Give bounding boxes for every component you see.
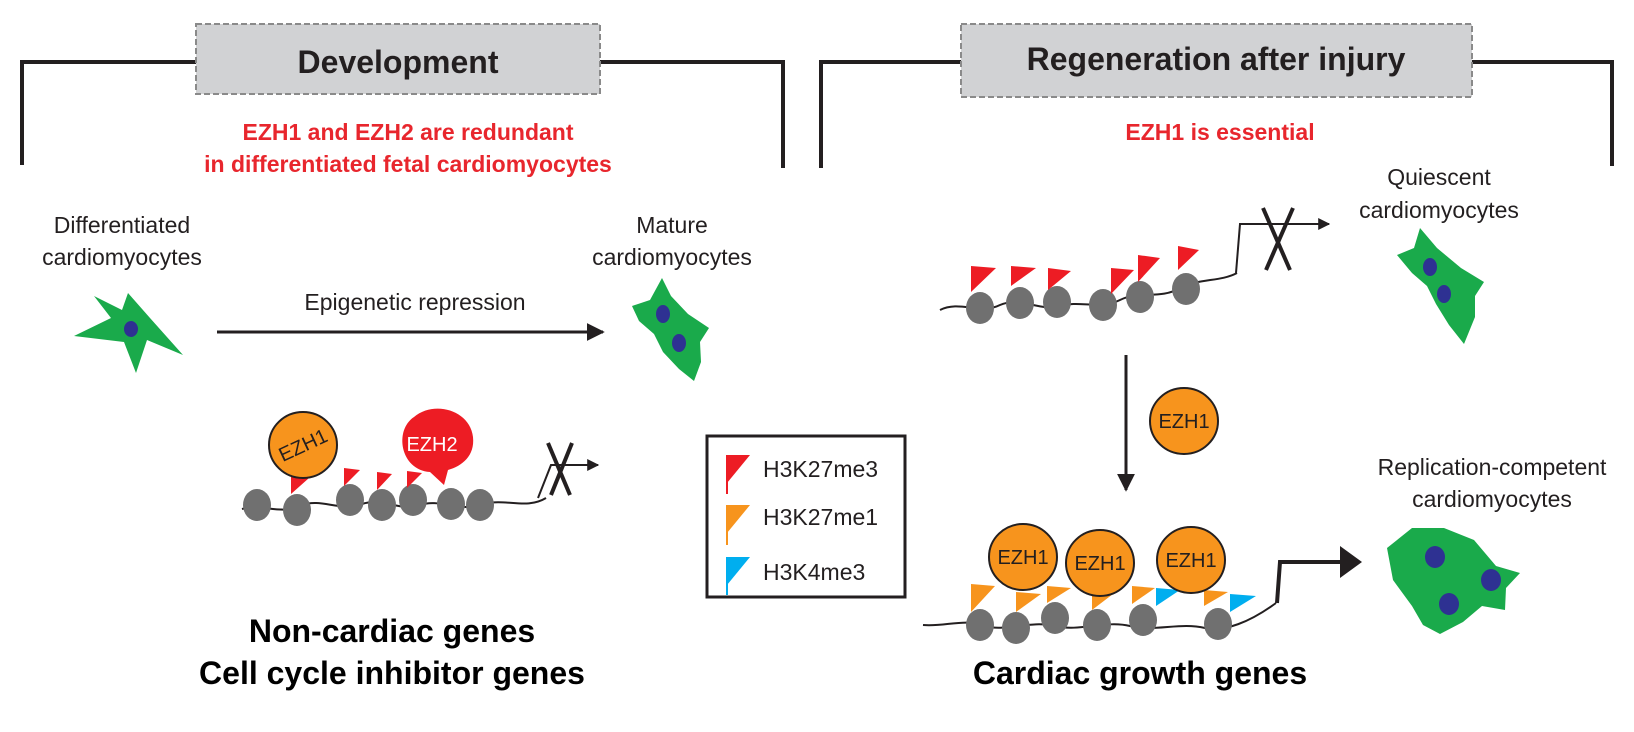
histone-flag-icon [291, 468, 422, 494]
development-bracket [20, 60, 196, 165]
active-chromatin: EZH1 EZH1 EZH1 [922, 523, 1362, 644]
development-bracket-right [600, 60, 785, 168]
blocked-transcription-icon [1235, 207, 1331, 274]
histone-flag-icon [971, 584, 1256, 612]
ezh1-protein-free: EZH1 [1149, 387, 1219, 455]
ezh1-protein: EZH1 [268, 411, 338, 479]
regeneration-bracket-left [819, 60, 961, 168]
elongated-cell-icon [632, 278, 709, 381]
differentiated-label-line1: Differentiated [54, 212, 190, 238]
development-note-line2: in differentiated fetal cardiomyocytes [204, 151, 612, 177]
regeneration-bracket-right [1472, 60, 1614, 166]
ezh1-label: EZH1 [997, 547, 1048, 569]
nucleosome-icon [966, 602, 1232, 644]
regeneration-note: EZH1 is essential [1125, 119, 1314, 145]
legend-label: H3K27me3 [763, 456, 878, 482]
legend-label: H3K27me1 [763, 504, 878, 530]
epigenetic-repression-label: Epigenetic repression [304, 289, 525, 315]
development-note-line1: EZH1 and EZH2 are redundant [242, 119, 573, 145]
mature-label-line1: Mature [636, 212, 708, 238]
non-cardiac-genes-label: Non-cardiac genes [249, 613, 535, 649]
ezh1-protein-bound-3: EZH1 [1156, 526, 1226, 594]
quiescent-label-line1: Quiescent [1387, 164, 1491, 190]
development-chromatin: EZH1 EZH2 [241, 408, 600, 526]
ezh1-protein-bound-2: EZH1 [1065, 529, 1135, 597]
replication-label-line2: cardiomyocytes [1412, 486, 1572, 512]
differentiated-label-line2: cardiomyocytes [42, 244, 202, 270]
legend-item-h3k4me3: H3K4me3 [726, 557, 865, 595]
development-header: Development [298, 44, 499, 80]
replication-label-line1: Replication-competent [1378, 454, 1607, 480]
regeneration-header: Regeneration after injury [1027, 41, 1406, 77]
histone-flag-icon [971, 246, 1199, 294]
cardiac-growth-genes-label: Cardiac growth genes [973, 655, 1307, 691]
histone-flag-icon [727, 505, 750, 533]
legend: H3K27me3 H3K27me1 H3K4me3 [705, 434, 907, 599]
ezh1-label: EZH1 [1165, 550, 1216, 572]
elongated-cell-icon [1397, 228, 1484, 344]
regeneration-header-box [960, 23, 1473, 98]
development-panel: Development EZH1 and EZH2 are redundant … [20, 23, 785, 691]
histone-flag-icon [727, 557, 750, 585]
ezh1-protein-bound-1: EZH1 [988, 523, 1058, 591]
ezh1-label: EZH1 [1074, 553, 1125, 575]
cell-cycle-genes-label: Cell cycle inhibitor genes [199, 655, 585, 691]
development-header-box [195, 23, 601, 95]
ezh2-protein: EZH2 [402, 408, 474, 485]
ezh2-label: EZH2 [406, 434, 457, 456]
legend-item-h3k27me1: H3K27me1 [726, 504, 878, 545]
quiescent-label-line2: cardiomyocytes [1359, 197, 1519, 223]
active-transcription-icon [1275, 546, 1362, 604]
quiescent-chromatin [939, 207, 1331, 324]
blocked-transcription-icon [537, 442, 600, 499]
mature-label-line2: cardiomyocytes [592, 244, 752, 270]
cell-cluster-icon [1387, 528, 1520, 634]
legend-item-h3k27me3: H3K27me3 [726, 455, 878, 494]
regeneration-panel: Regeneration after injury EZH1 is essent… [819, 23, 1614, 691]
nucleosome-icon [966, 273, 1200, 324]
histone-flag-icon [727, 455, 750, 483]
legend-label: H3K4me3 [763, 559, 865, 585]
ezh1-label: EZH1 [1158, 411, 1209, 433]
star-cell-icon [74, 293, 183, 373]
nucleosome-icon [243, 484, 494, 526]
